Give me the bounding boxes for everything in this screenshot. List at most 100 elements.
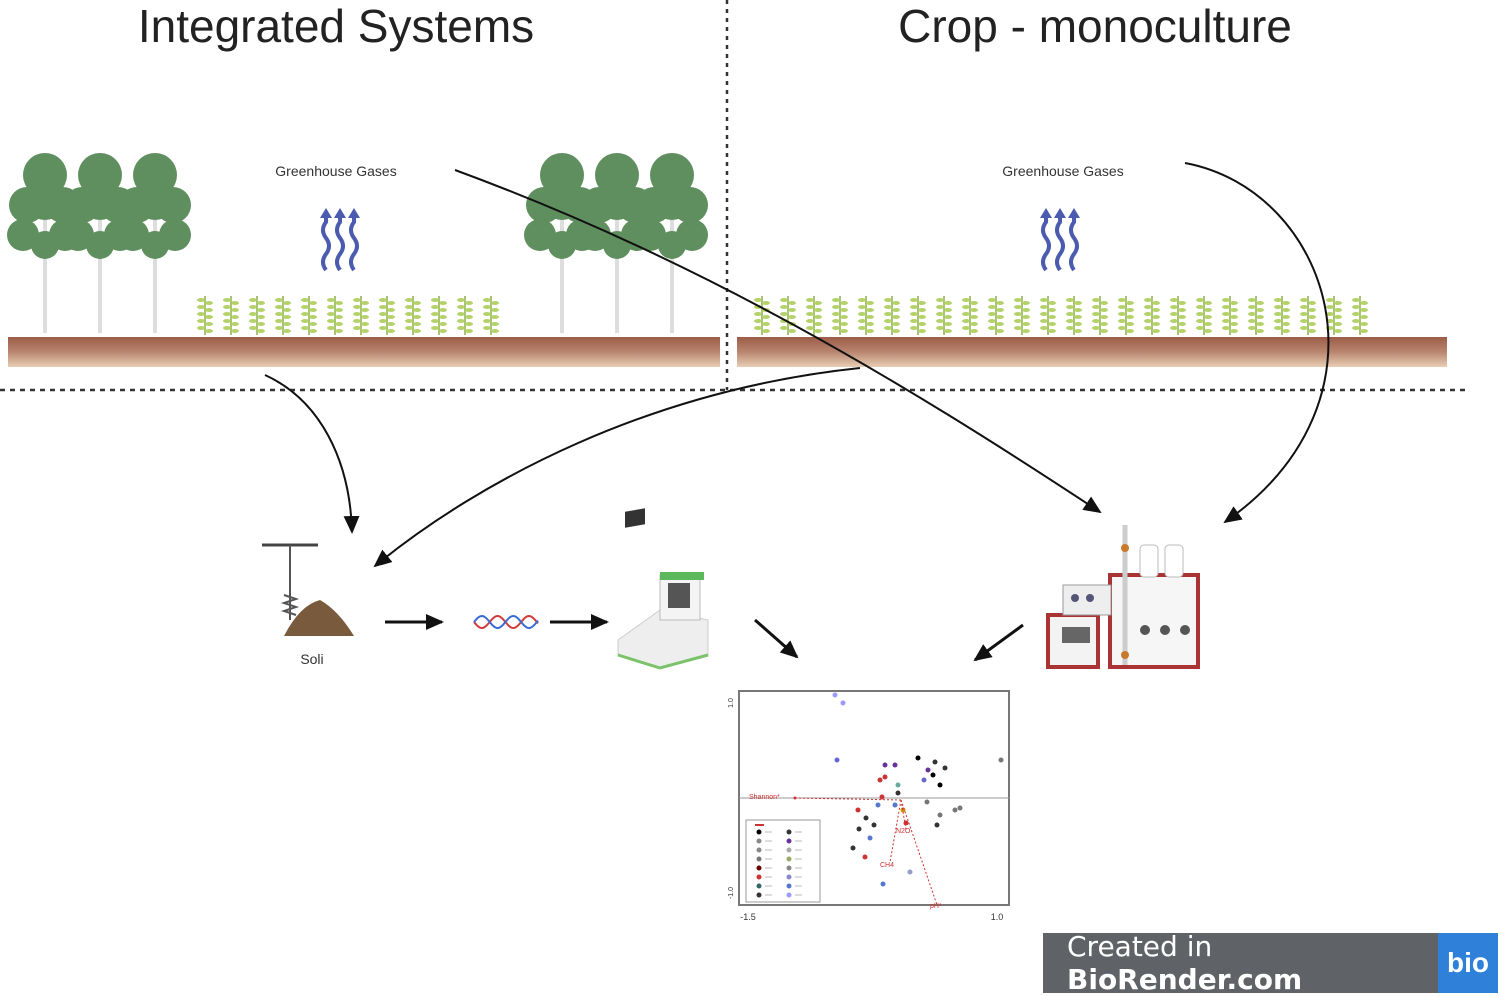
left-panel-title: Integrated Systems bbox=[138, 0, 534, 52]
plot-point bbox=[895, 790, 901, 796]
greenhouse-gas-arrows-icon bbox=[320, 208, 360, 272]
tree-icon bbox=[634, 153, 708, 333]
soil-pile-icon bbox=[284, 600, 354, 636]
crop-plant-icon bbox=[301, 296, 317, 335]
plot-point bbox=[952, 807, 958, 813]
gas-chromatograph-icon bbox=[1046, 525, 1200, 669]
plot-point bbox=[867, 835, 873, 841]
legend-marker bbox=[786, 847, 792, 853]
crop-plant-icon bbox=[1352, 296, 1368, 335]
crop-plants bbox=[197, 296, 1368, 335]
vector-label: CH4 bbox=[880, 862, 894, 869]
plot-point bbox=[907, 869, 913, 875]
crop-plant-icon bbox=[1144, 296, 1160, 335]
plot-point bbox=[925, 767, 931, 773]
arrow-pcr-to-plot bbox=[754, 618, 799, 659]
tree-icon bbox=[117, 153, 191, 333]
thermocycler-icon bbox=[617, 508, 709, 670]
legend-marker bbox=[756, 829, 762, 835]
crop-plant-icon bbox=[910, 296, 926, 335]
crop-plant-icon bbox=[1170, 296, 1186, 335]
left-gas-label: Greenhouse Gases bbox=[275, 163, 396, 179]
vector-ph bbox=[900, 799, 938, 906]
plot-point bbox=[880, 881, 886, 887]
x-tick-label: -1.5 bbox=[740, 912, 756, 922]
legend-marker bbox=[756, 883, 762, 889]
biorender-badge: Created in BioRender.com bio bbox=[1043, 930, 1498, 996]
plot-point bbox=[875, 802, 881, 808]
plot-point bbox=[832, 692, 838, 698]
plot-point bbox=[879, 794, 885, 800]
right-panel-title: Crop - monoculture bbox=[898, 0, 1292, 52]
crop-plant-icon bbox=[858, 296, 874, 335]
plot-point bbox=[871, 822, 877, 828]
plot-point bbox=[882, 762, 888, 768]
plot-point bbox=[892, 762, 898, 768]
vector-ch4 bbox=[889, 799, 902, 863]
legend-marker bbox=[756, 892, 762, 898]
plot-point bbox=[937, 782, 943, 788]
crop-plant-icon bbox=[1040, 296, 1056, 335]
crop-plant-icon bbox=[806, 296, 822, 335]
crop-plant-icon bbox=[1118, 296, 1134, 335]
plot-point bbox=[895, 782, 901, 788]
arrow-soil-to-sampling bbox=[373, 367, 861, 568]
badge-prefix: Created in bbox=[1067, 930, 1213, 963]
plot-point bbox=[850, 845, 856, 851]
badge-text: Created in BioRender.com bbox=[1043, 930, 1438, 996]
soil-label: Soli bbox=[300, 651, 323, 667]
crop-plant-icon bbox=[431, 296, 447, 335]
crop-plant-icon bbox=[1248, 296, 1264, 335]
plot-point bbox=[957, 805, 963, 811]
crop-plant-icon bbox=[1326, 296, 1342, 335]
arrow-soil-to-sampling bbox=[264, 374, 360, 534]
crop-plant-icon bbox=[1274, 296, 1290, 335]
plot-point bbox=[862, 854, 868, 860]
trees bbox=[7, 153, 708, 333]
plot-point bbox=[924, 799, 930, 805]
plot-point bbox=[855, 807, 861, 813]
crop-plant-icon bbox=[405, 296, 421, 335]
crop-plant-icon bbox=[1196, 296, 1212, 335]
legend-marker bbox=[756, 856, 762, 862]
crop-plant-icon bbox=[197, 296, 213, 335]
arrow-chromatograph-to-plot bbox=[973, 623, 1024, 662]
plot-point bbox=[921, 777, 927, 783]
crop-plant-icon bbox=[327, 296, 343, 335]
y-tick-label: 1.0 bbox=[728, 698, 735, 708]
vector-shannon bbox=[794, 797, 902, 801]
legend-marker bbox=[786, 856, 792, 862]
biorender-logo: bio bbox=[1438, 933, 1498, 993]
legend-marker bbox=[786, 865, 792, 871]
right-gas-label: Greenhouse Gases bbox=[1002, 163, 1123, 179]
crop-plant-icon bbox=[249, 296, 265, 335]
crop-plant-icon bbox=[457, 296, 473, 335]
crop-plant-icon bbox=[1066, 296, 1082, 335]
plot-point bbox=[863, 815, 869, 821]
crop-plant-icon bbox=[1300, 296, 1316, 335]
crop-plant-icon bbox=[1222, 296, 1238, 335]
legend-marker bbox=[786, 829, 792, 835]
plot-point bbox=[998, 757, 1004, 763]
crop-plant-icon bbox=[275, 296, 291, 335]
plot-point bbox=[942, 765, 948, 771]
arrow-gas-to-chromatograph bbox=[454, 169, 1102, 514]
legend-marker bbox=[786, 838, 792, 844]
legend-marker bbox=[756, 847, 762, 853]
plot-point bbox=[932, 759, 938, 765]
soil-strip-left bbox=[8, 337, 720, 367]
plot-point bbox=[937, 812, 943, 818]
crop-plant-icon bbox=[936, 296, 952, 335]
crop-plant-icon bbox=[1014, 296, 1030, 335]
plot-point bbox=[834, 757, 840, 763]
crop-plant-icon bbox=[1092, 296, 1108, 335]
plot-point bbox=[892, 802, 898, 808]
crop-plant-icon bbox=[832, 296, 848, 335]
vector-label: Shannon* bbox=[749, 794, 780, 801]
crop-plant-icon bbox=[962, 296, 978, 335]
legend-marker bbox=[756, 874, 762, 880]
y-tick-label: -1.0 bbox=[728, 887, 735, 899]
soil-auger-icon bbox=[262, 543, 318, 620]
plot-point bbox=[856, 826, 862, 832]
